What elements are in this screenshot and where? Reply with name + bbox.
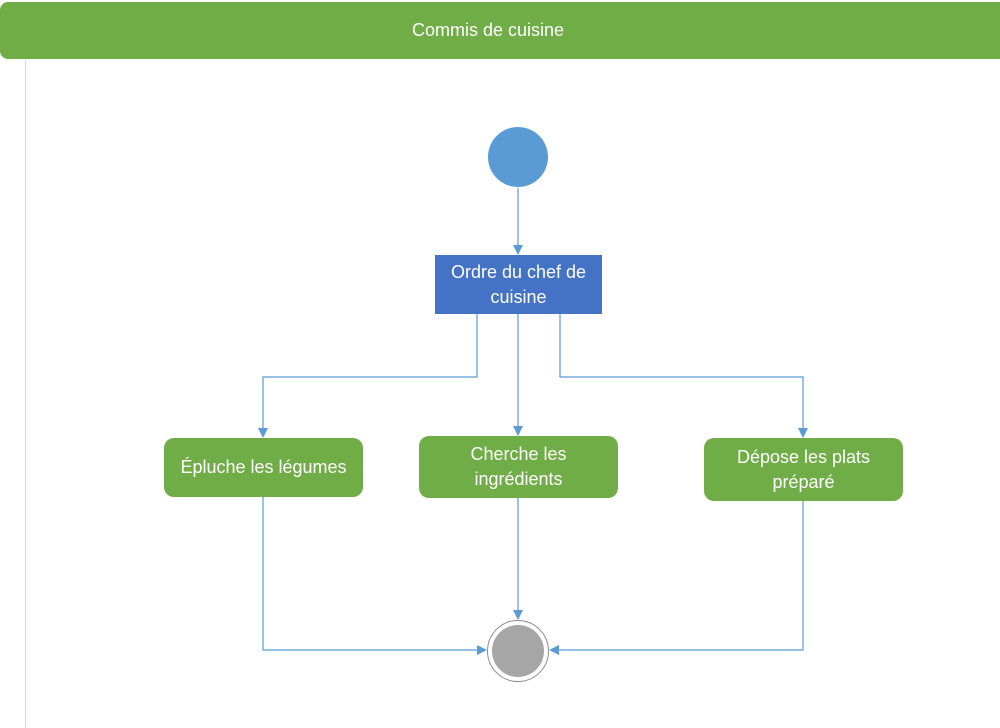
action-node-fetch-ingredients: Cherche les ingrédients [419,436,618,498]
edge-action-1-to-end [262,497,487,655]
decision-node-label: Ordre du chef de cuisine [450,261,587,307]
end-node [487,620,549,682]
edge-decision-to-action-1 [258,314,478,438]
start-node [488,127,548,187]
swimlane-title: Commis de cuisine [411,20,565,40]
swimlane-header: Commis de cuisine [0,2,1000,59]
decision-node: Ordre du chef de cuisine [435,255,602,314]
swimlane-left-border [25,60,26,728]
edge-decision-to-action-3 [559,314,808,438]
action-node-label: Cherche les ingrédients [470,444,567,489]
action-node-label: Dépose les plats préparé [736,446,871,492]
action-node-deliver-dishes: Dépose les plats préparé [704,438,903,501]
edge-action-3-to-end [549,501,804,655]
action-node-peel-vegetables: Épluche les légumes [164,438,363,497]
end-node-core [492,625,544,677]
action-node-label: Épluche les légumes [180,457,347,477]
